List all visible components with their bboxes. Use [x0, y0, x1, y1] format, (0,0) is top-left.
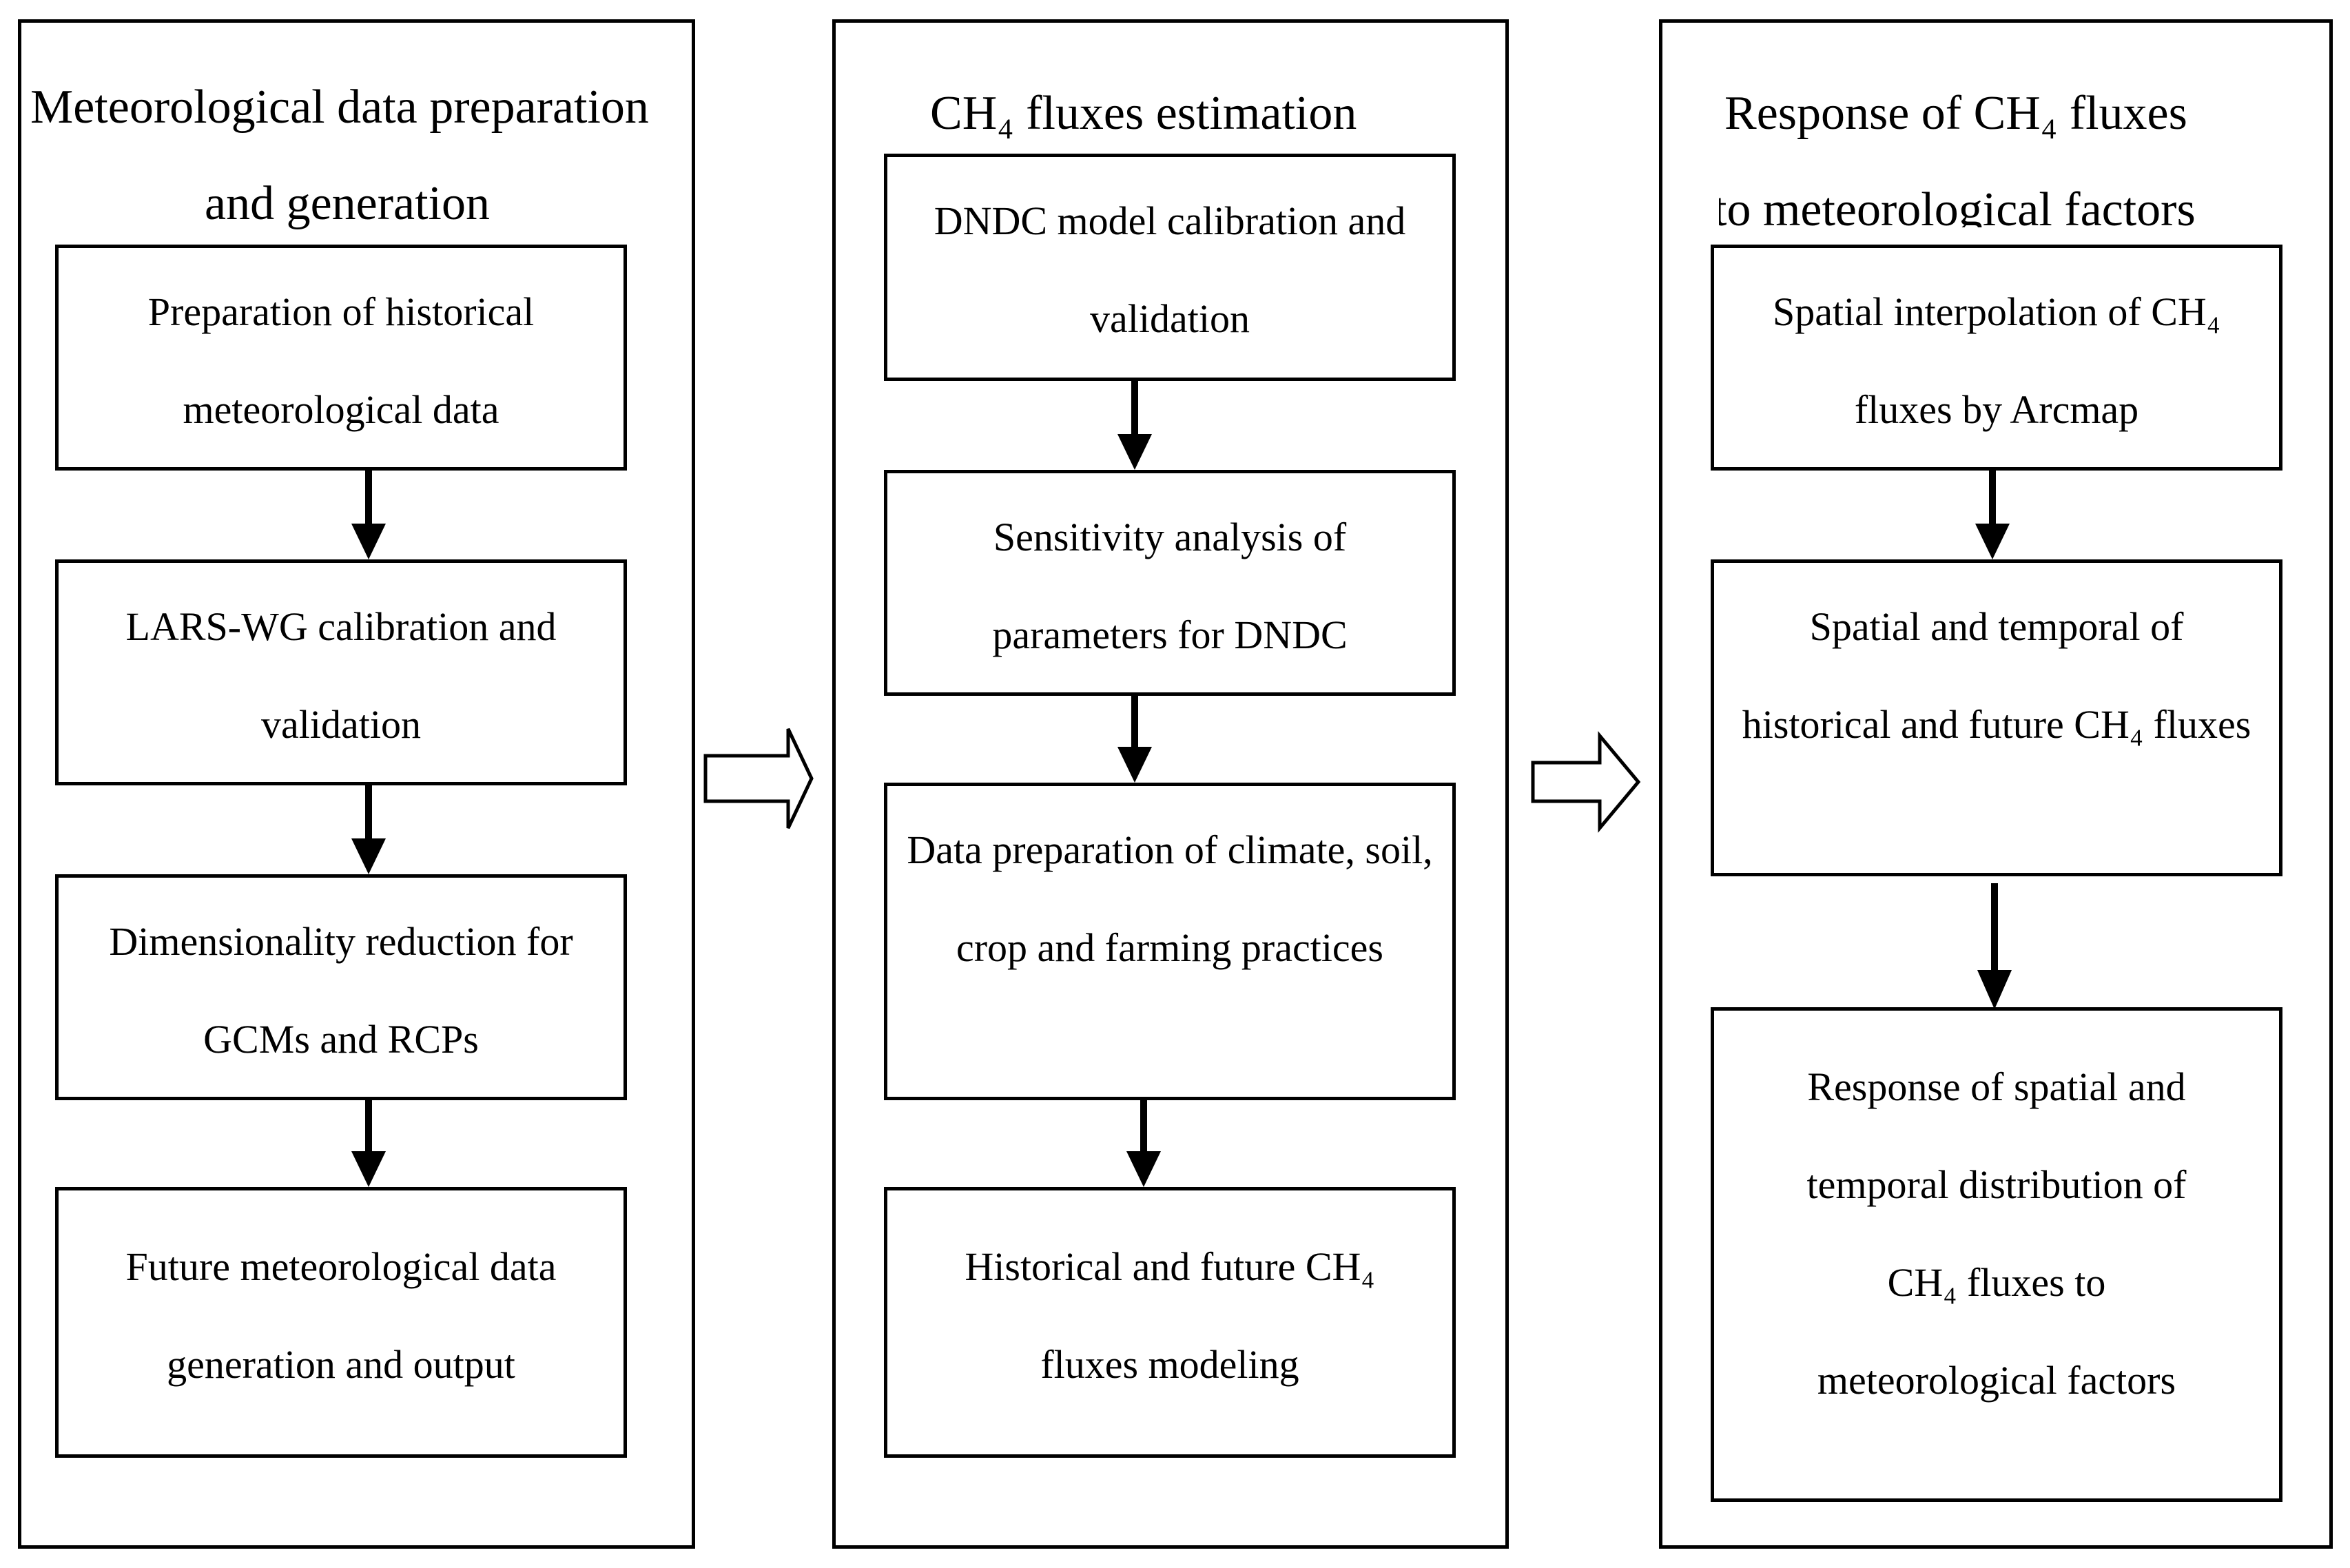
step-text-line: meteorological factors: [1817, 1358, 2176, 1403]
step-future-data-generation: Future meteorological data generation an…: [55, 1187, 627, 1458]
step-text-line: Spatial and temporal of: [1809, 604, 2184, 649]
step-text-line: validation: [261, 702, 421, 747]
step-text-line: validation: [1090, 296, 1250, 341]
panel-title-meteorological-data: Meteorological data preparation and gene…: [30, 81, 649, 230]
step-spatial-temporal: Spatial and temporal of historical and f…: [1711, 559, 2282, 876]
step-text-line: Historical and future CH₄: [965, 1244, 1375, 1289]
down-arrow: [351, 1100, 386, 1187]
step-data-preparation: Data preparation of climate, soil, crop …: [884, 783, 1456, 1100]
down-arrow: [351, 785, 386, 874]
step-text-line: parameters for DNDC: [992, 612, 1348, 657]
panel-title-ch4-response: Response of CH₄ fluxes to meteorological…: [1719, 87, 2196, 227]
step-ch4-modeling: Historical and future CH₄ fluxes modelin…: [884, 1187, 1456, 1458]
step-text-line: Response of spatial and: [1807, 1064, 2186, 1109]
step-text-line: Dimensionality reduction for: [109, 919, 573, 964]
down-arrow: [1975, 471, 2010, 559]
step-text-line: Sensitivity analysis of: [993, 515, 1347, 559]
step-historical-data: Preparation of historical meteorological…: [55, 245, 627, 471]
right-hollow-arrow: [703, 728, 814, 829]
down-arrow: [1117, 696, 1152, 783]
step-spatial-interpolation: Spatial interpolation of CH₄ fluxes by A…: [1711, 245, 2282, 471]
step-dimensionality-reduction: Dimensionality reduction for GCMs and RC…: [55, 874, 627, 1100]
step-text-line: Preparation of historical: [147, 289, 535, 334]
step-text-line: historical and future CH₄ fluxes: [1742, 702, 2251, 747]
down-arrow: [1977, 883, 2012, 1009]
step-text-line: Data preparation of climate, soil,: [907, 827, 1433, 872]
step-text-line: meteorological data: [183, 387, 499, 432]
step-response-distribution: Response of spatial and temporal distrib…: [1711, 1007, 2282, 1502]
step-dndc-calibration: DNDC model calibration and validation: [884, 154, 1456, 381]
step-text-line: generation and output: [167, 1342, 515, 1387]
step-text-line: Future meteorological data: [125, 1244, 557, 1289]
down-arrow: [351, 471, 386, 559]
step-text-line: GCMs and RCPs: [203, 1017, 479, 1062]
panel-title-ch4-estimation: CH₄ fluxes estimation: [930, 87, 1357, 140]
step-text-line: fluxes by Arcmap: [1854, 387, 2139, 432]
step-text-line: LARS-WG calibration and: [125, 604, 557, 649]
step-text-line: crop and farming practices: [956, 925, 1383, 970]
right-hollow-arrow: [1531, 731, 1641, 833]
down-arrow: [1126, 1100, 1161, 1187]
down-arrow: [1117, 381, 1152, 470]
step-text-line: CH₄ fluxes to: [1887, 1260, 2106, 1305]
step-text-line: fluxes modeling: [1040, 1342, 1299, 1387]
step-text-line: DNDC model calibration and: [934, 198, 1406, 243]
step-text-line: Spatial interpolation of CH₄: [1772, 289, 2221, 334]
step-lars-wg-calibration: LARS-WG calibration and validation: [55, 559, 627, 785]
step-text-line: temporal distribution of: [1806, 1162, 2187, 1207]
step-sensitivity-analysis: Sensitivity analysis of parameters for D…: [884, 470, 1456, 696]
